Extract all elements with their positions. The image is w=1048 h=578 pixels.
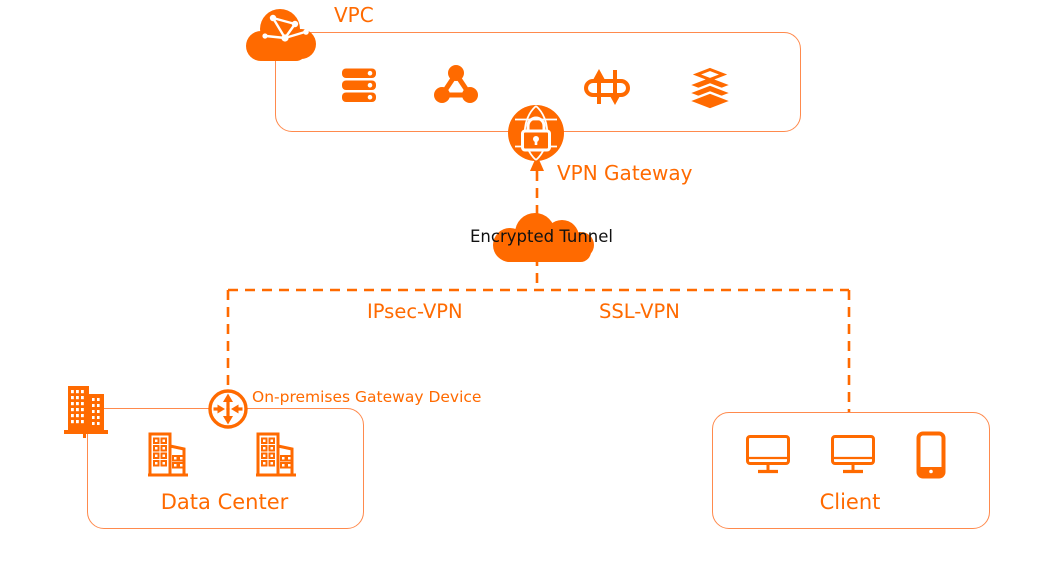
router-arrows-icon xyxy=(208,389,248,429)
vpc-label: VPC xyxy=(334,3,374,27)
vpn-gateway-globe-lock-icon xyxy=(508,105,564,161)
tunnel-cloud-shape xyxy=(493,213,594,262)
express-connect-icon xyxy=(584,69,630,105)
smartphone-icon xyxy=(916,431,946,479)
building-solid-icon xyxy=(64,386,108,438)
ipsec-vpn-label: IPsec-VPN xyxy=(367,300,463,323)
encrypted-tunnel-label: Encrypted Tunnel xyxy=(470,227,613,246)
data-center-label: Data Center xyxy=(160,490,289,514)
server-stack-icon xyxy=(342,68,376,102)
monitor-icon xyxy=(831,435,875,474)
cloud-network-icon xyxy=(246,9,316,61)
monitor-icon xyxy=(746,435,790,474)
layers-stack-icon xyxy=(684,67,736,111)
on-premises-gateway-label: On-premises Gateway Device xyxy=(252,388,482,406)
ssl-vpn-label: SSL-VPN xyxy=(599,300,680,323)
up-arrowhead xyxy=(530,155,544,171)
client-box xyxy=(712,412,990,529)
network-nodes-icon xyxy=(434,65,478,103)
client-label: Client xyxy=(819,490,881,514)
office-building-icon xyxy=(148,432,188,477)
office-building-icon xyxy=(256,432,296,477)
vpn-gateway-label: VPN Gateway xyxy=(557,161,693,185)
